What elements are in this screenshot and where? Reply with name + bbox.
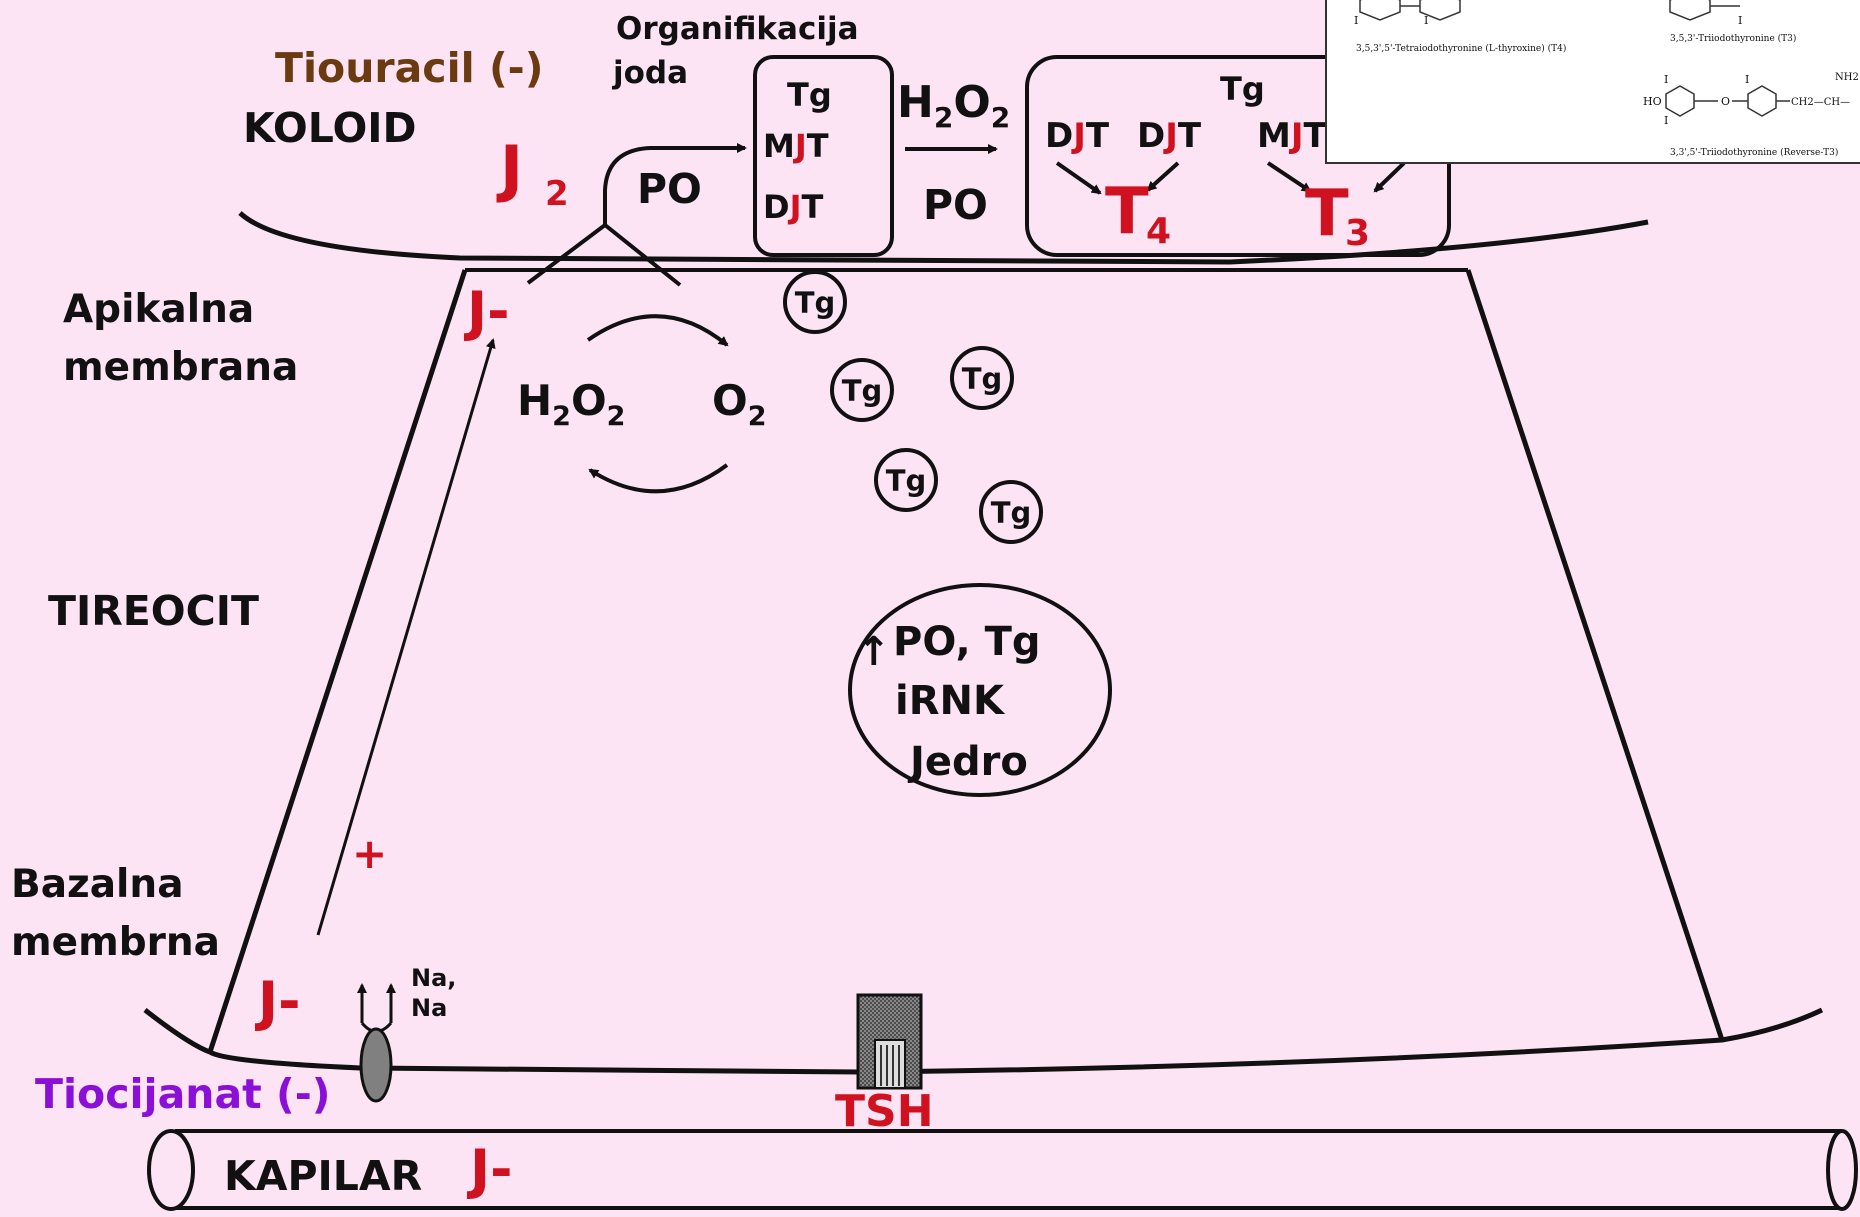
- svg-text:4: 4: [1146, 211, 1171, 252]
- svg-text:2: 2: [545, 174, 569, 214]
- dit-to-t3-arrow: [1373, 161, 1406, 193]
- box2-mjt: MJT: [1257, 116, 1328, 156]
- inset-chain: CH2—CH—: [1791, 97, 1850, 108]
- nucleus-line3: Jedro: [907, 739, 1028, 785]
- inset-caption-rt3: 3,3',5'-Triiodothyronine (Reverse-T3): [1670, 147, 1838, 158]
- po-branch-lines: [526, 222, 682, 287]
- svg-text:3: 3: [1345, 213, 1370, 254]
- inset-caption-t4: 3,5,3',5'-Tetraiodothyronine (L-thyroxin…: [1356, 43, 1566, 54]
- o2-cell-label: O2: [712, 376, 767, 432]
- na-label-2: Na: [411, 994, 447, 1022]
- tiouracil-label: Tiouracil (-): [275, 44, 543, 92]
- nucleus: ↑ PO, Tg iRNK Jedro: [848, 583, 1112, 797]
- basal-label-2: membrna: [11, 920, 220, 965]
- capillary-label: KAPILAR: [224, 1152, 422, 1200]
- inset-atom-i-2: I: [1424, 14, 1428, 27]
- tg-vesicle-label: Tg: [886, 464, 927, 498]
- basal-label-1: Bazalna: [11, 862, 184, 907]
- cell-right-wall: [1465, 269, 1725, 1041]
- box1-tg: Tg: [787, 76, 832, 114]
- tg-vesicle: Tg: [950, 346, 1014, 410]
- organification-box: [753, 55, 894, 257]
- thyroid-hormone-structures-inset: I I 3,5,3',5'-Tetraiodothyronine (L-thyr…: [1325, 0, 1860, 164]
- organification-label-1: Organifikacija: [616, 11, 859, 47]
- dit-to-t4-arrow-2: [1146, 161, 1180, 192]
- iodine-to-box-arrow: [603, 143, 747, 225]
- box2-tg: Tg: [1220, 70, 1265, 108]
- inset-atom-i-3: I: [1738, 14, 1742, 27]
- inset-nh2: NH2: [1835, 72, 1859, 83]
- svg-text:T: T: [1305, 177, 1349, 251]
- box2-djt-2: DJT: [1137, 116, 1202, 156]
- j2-label: J 2: [496, 132, 569, 214]
- na-iodide-symporter: [357, 983, 396, 1103]
- symporter-icon: [359, 1027, 393, 1103]
- organification-label-2: joda: [611, 55, 688, 91]
- inset-atom-i-4: I: [1664, 73, 1668, 86]
- box1-djt: DJT: [763, 188, 823, 226]
- inset-atom-i-1: I: [1354, 14, 1358, 27]
- tsh-label: TSH: [835, 1086, 934, 1137]
- na-label-1: Na,: [411, 964, 456, 992]
- capillary-right-end: [1826, 1129, 1858, 1211]
- svg-text:T: T: [1105, 175, 1149, 249]
- svg-text:J: J: [496, 132, 523, 205]
- cycle-arrow-top: [586, 314, 729, 347]
- iodide-capillary-label: J-: [466, 1138, 513, 1201]
- thyrocyte-label: TIREOCIT: [48, 587, 259, 635]
- po-label-right: PO: [923, 181, 988, 229]
- tg-vesicle-label: Tg: [962, 362, 1003, 396]
- tg-vesicle: Tg: [783, 270, 847, 334]
- h2o2-label-top: H2O2: [897, 77, 1010, 134]
- cycle-arrow-bottom: [588, 463, 729, 494]
- inset-atom-ho: HO: [1643, 95, 1662, 108]
- tg-vesicle-label: Tg: [991, 496, 1032, 530]
- apical-label-2: membrana: [63, 345, 298, 390]
- tg-vesicle: Tg: [830, 358, 894, 422]
- nucleus-up-arrow: ↑: [857, 629, 891, 675]
- h2o2-cell-label: H2O2: [517, 376, 625, 432]
- tg-vesicle-label-hidden: Tg: [1044, 511, 1046, 513]
- box2-djt-1: DJT: [1045, 116, 1110, 156]
- inset-atom-i-5: I: [1664, 114, 1668, 127]
- box1-mjt: MJT: [763, 127, 829, 165]
- capillary: [147, 1129, 1858, 1211]
- capillary-left-end: [147, 1129, 195, 1211]
- inset-caption-t3: 3,5,3'-Triiodothyronine (T3): [1670, 33, 1796, 44]
- iodide-transport-arrow: [316, 338, 496, 936]
- tg-vesicle-label: Tg: [795, 286, 836, 320]
- basal-membrane: [143, 1007, 1824, 1075]
- koloid-label: KOLOID: [243, 104, 417, 152]
- iodide-apical-label: J-: [463, 280, 510, 343]
- plus-sign: +: [352, 829, 387, 878]
- po-label-left: PO: [637, 165, 702, 213]
- cell-left-wall: [207, 269, 468, 1053]
- tsh-receptor-icon: [856, 993, 923, 1090]
- thiocyanate-label: Tiocijanat (-): [35, 1070, 331, 1118]
- dit-to-t4-arrow-1: [1055, 161, 1102, 195]
- iodide-basal-label: J-: [254, 970, 301, 1033]
- tg-vesicle: Tg: [874, 448, 938, 512]
- inset-atom-i-6: I: [1745, 73, 1749, 86]
- apical-colloid-boundary: [238, 211, 1649, 265]
- mit-to-t3-arrow: [1266, 161, 1312, 193]
- apical-label-1: Apikalna: [63, 287, 254, 332]
- t4-label: T 4: [1105, 175, 1171, 252]
- tg-vesicle: Tg: [1044, 511, 1046, 513]
- tg-vesicle: Tg: [979, 480, 1043, 544]
- inset-atom-o: O: [1721, 95, 1730, 108]
- nucleus-line1: PO, Tg: [893, 619, 1040, 665]
- tg-vesicle-label: Tg: [842, 374, 883, 408]
- nucleus-line2: iRNK: [895, 678, 1006, 724]
- t3-label: T 3: [1305, 177, 1370, 254]
